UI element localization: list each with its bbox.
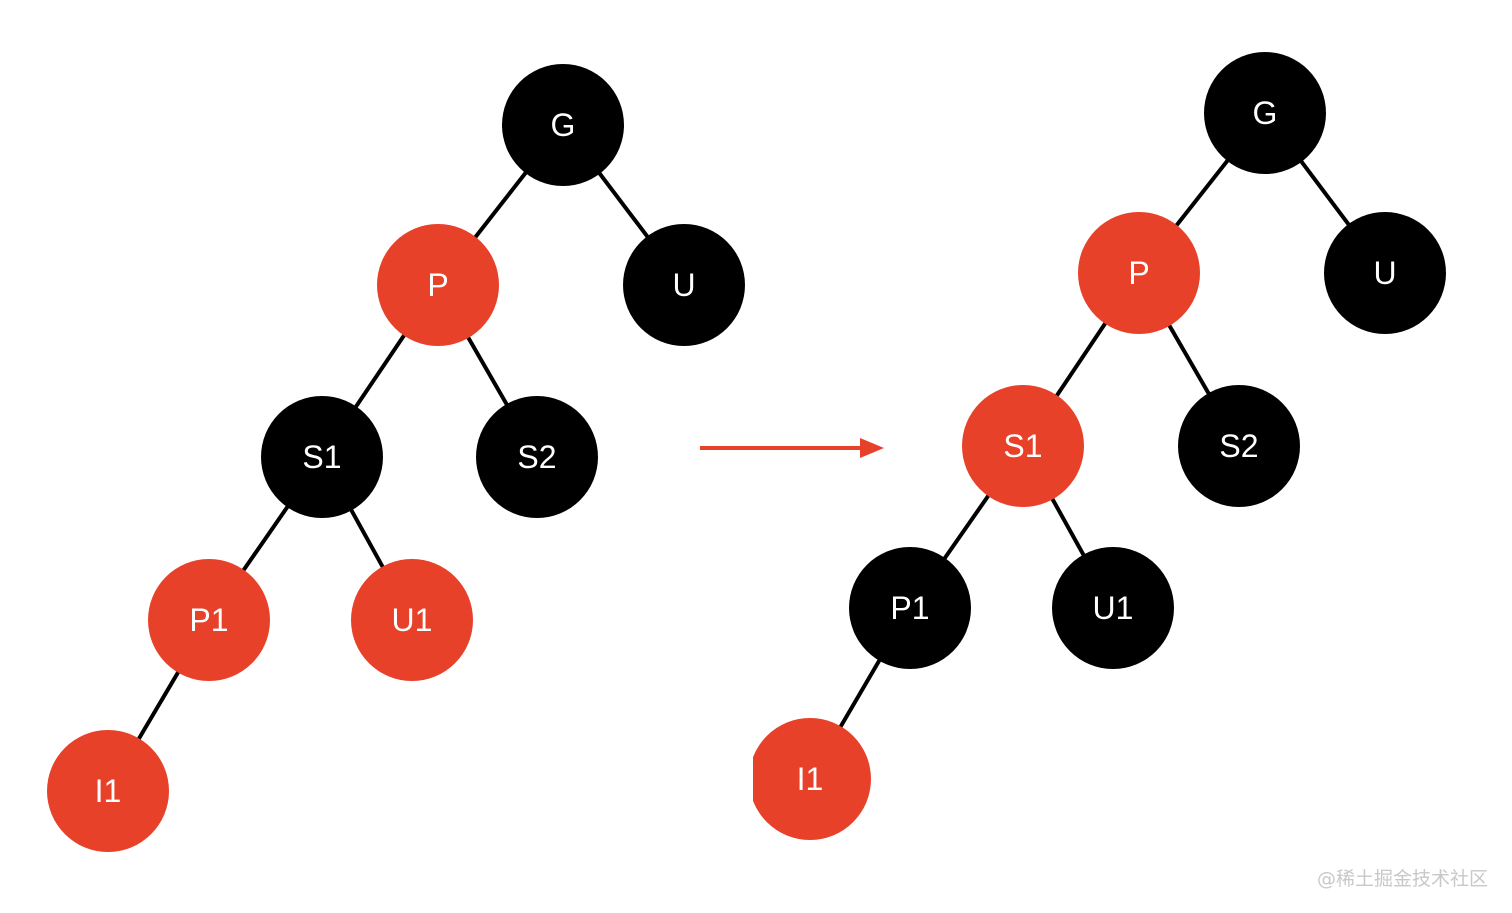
node-u1: U1 [351,559,473,681]
node-circle-red [47,730,169,852]
node-u: U [623,224,745,346]
node-label: P1 [890,590,929,626]
node-circle-black [623,224,745,346]
node-u: U [1324,212,1446,334]
node-circle-red [962,385,1084,507]
node-s1: S1 [962,385,1084,507]
node-p1: P1 [148,559,270,681]
node-label: G [1253,95,1278,131]
node-circle-red [351,559,473,681]
node-circle-black [1324,212,1446,334]
node-circle-red [377,224,499,346]
node-label: U [1373,255,1396,291]
node-circle-red [753,718,871,840]
node-label: I1 [95,773,122,809]
node-i1: I1 [753,718,871,840]
node-circle-black [849,547,971,669]
node-g: G [502,64,624,186]
node-label: P1 [189,602,228,638]
node-label: U1 [392,602,433,638]
node-circle-black [1052,547,1174,669]
node-s2: S2 [476,396,598,518]
node-s1: S1 [261,396,383,518]
node-circle-black [1204,52,1326,174]
node-i1: I1 [47,730,169,852]
node-circle-black [261,396,383,518]
node-label: U1 [1093,590,1134,626]
node-u1: U1 [1052,547,1174,669]
node-circle-black [502,64,624,186]
node-s2: S2 [1178,385,1300,507]
node-label: P [1128,255,1149,291]
node-p1: P1 [849,547,971,669]
node-label: P [427,267,448,303]
node-label: G [551,107,576,143]
node-label: S1 [302,439,341,475]
node-label: S2 [517,439,556,475]
watermark: @稀土掘金技术社区 [1316,868,1488,890]
node-circle-black [1178,385,1300,507]
node-circle-red [1078,212,1200,334]
node-label: U [672,267,695,303]
node-circle-red [148,559,270,681]
node-label: S2 [1219,428,1258,464]
node-circle-black [476,396,598,518]
transform-arrow [700,438,884,458]
node-label: I1 [797,761,824,797]
node-g: G [1204,52,1326,174]
node-label: S1 [1003,428,1042,464]
node-p: P [377,224,499,346]
node-p: P [1078,212,1200,334]
